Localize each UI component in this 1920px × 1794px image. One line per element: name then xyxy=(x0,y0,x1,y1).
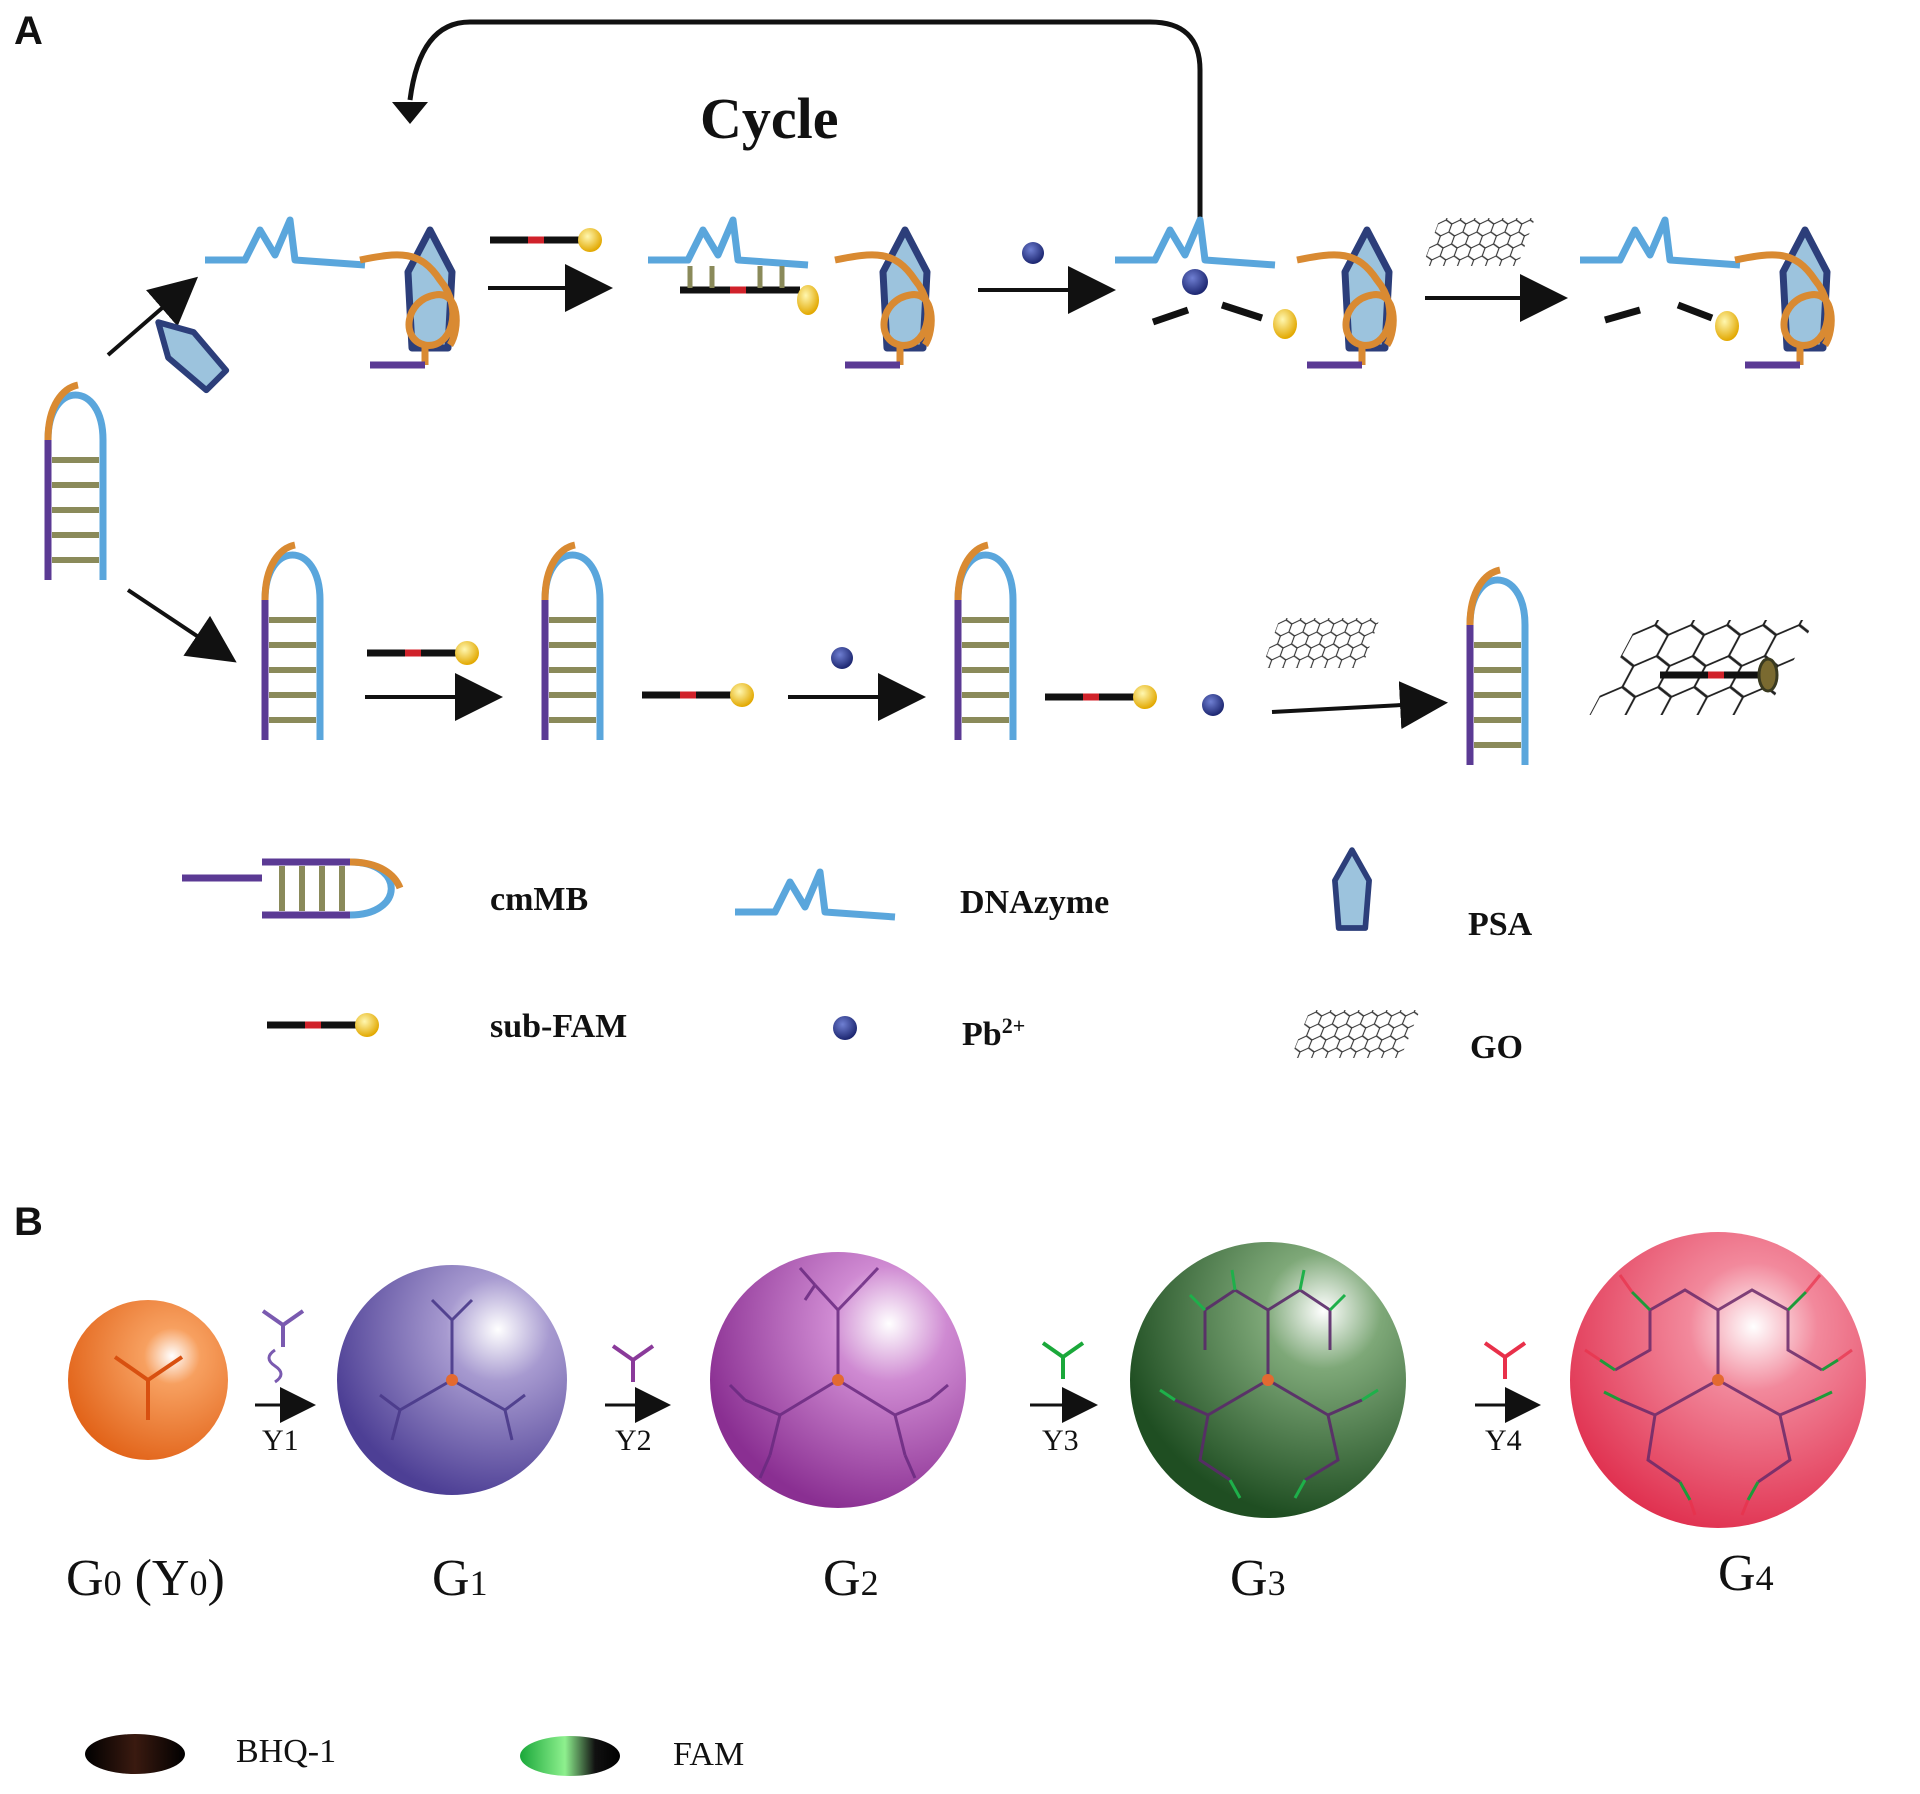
cycle-arrow xyxy=(407,19,1203,230)
bottom-subfam-2 xyxy=(642,683,754,707)
bottom-hairpin-1 xyxy=(265,545,320,740)
branch-arrow-up xyxy=(106,276,199,357)
gen-label-g3: G3 xyxy=(1230,1550,1286,1607)
legend-fam-label: FAM xyxy=(673,1736,744,1773)
branch-arrow-down xyxy=(126,588,237,663)
panel-b-label: B xyxy=(14,1200,43,1244)
gen-label-g4: G4 xyxy=(1718,1545,1774,1602)
go-sheet-adsorbed xyxy=(1589,620,1815,715)
step-label-y3: Y3 xyxy=(1042,1424,1079,1457)
top-dnazyme-2 xyxy=(648,220,808,265)
top-psa-complex-2 xyxy=(835,230,931,365)
legend-pb-label: Pb2+ xyxy=(962,1013,1025,1054)
bottom-arrow-3 xyxy=(1271,681,1448,730)
gen-label-g0: G0 (Y0) xyxy=(66,1550,225,1607)
legend-dnazyme-label: DNAzyme xyxy=(960,884,1109,921)
top-dnazyme-3 xyxy=(1115,220,1275,265)
legend-pb-icon xyxy=(833,1016,857,1040)
sphere-g2 xyxy=(710,1252,966,1508)
step-y1 xyxy=(255,1309,316,1423)
bottom-subfam-reagent xyxy=(367,641,479,665)
legend-bhq-icon xyxy=(85,1734,185,1774)
bottom-hairpin-4 xyxy=(1470,570,1525,765)
legend-psa-label: PSA xyxy=(1468,906,1533,943)
legend-subfam-label: sub-FAM xyxy=(490,1008,627,1045)
legend-bhq-label: BHQ-1 xyxy=(236,1733,336,1770)
bottom-subfam-3 xyxy=(1045,685,1157,709)
start-cmmb-hairpin xyxy=(48,385,103,580)
top-psa-complex-4 xyxy=(1735,230,1831,365)
bottom-hairpin-2 xyxy=(545,545,600,740)
step-label-y1: Y1 xyxy=(262,1424,299,1457)
sphere-g4 xyxy=(1570,1232,1866,1528)
legend-dnazyme-icon xyxy=(735,872,895,917)
sphere-g3 xyxy=(1130,1242,1406,1518)
top-rungs-2 xyxy=(687,266,785,288)
top-dnazyme-4 xyxy=(1580,220,1740,265)
bottom-hairpin-3 xyxy=(958,545,1013,740)
cycle-label: Cycle xyxy=(700,86,839,151)
gen-label-g1: G1 xyxy=(432,1550,488,1607)
panel-a-label: A xyxy=(14,9,43,53)
psa-target xyxy=(146,310,229,393)
step-label-y2: Y2 xyxy=(615,1424,652,1457)
legend-subfam-icon xyxy=(267,1013,379,1037)
top-pb-reagent xyxy=(1022,242,1044,264)
legend-cmmb-icon-shape xyxy=(262,858,404,919)
top-psa-complex-1 xyxy=(360,230,456,365)
sphere-g1 xyxy=(337,1265,567,1495)
top-go-reagent xyxy=(1422,218,1535,266)
bottom-pb-reagent xyxy=(831,647,853,669)
gen-label-g2: G2 xyxy=(823,1550,879,1607)
sphere-g0 xyxy=(68,1300,228,1460)
legend-go-label: GO xyxy=(1470,1029,1523,1066)
step-y3 xyxy=(1030,1341,1098,1423)
legend-psa-icon xyxy=(1335,850,1369,928)
top-psa-complex-3 xyxy=(1297,230,1393,365)
bottom-go-reagent xyxy=(1261,618,1380,668)
legend-go-icon xyxy=(1290,1010,1420,1058)
step-label-y4: Y4 xyxy=(1485,1424,1522,1457)
top-subfam-reagent xyxy=(490,228,602,252)
legend-cmmb-label: cmMB xyxy=(490,881,588,918)
legend-fam-icon xyxy=(520,1736,620,1776)
top-dnazyme-1 xyxy=(205,220,365,265)
step-y2 xyxy=(605,1344,671,1423)
cycle-arrowhead xyxy=(392,102,428,124)
step-y4 xyxy=(1475,1341,1541,1423)
